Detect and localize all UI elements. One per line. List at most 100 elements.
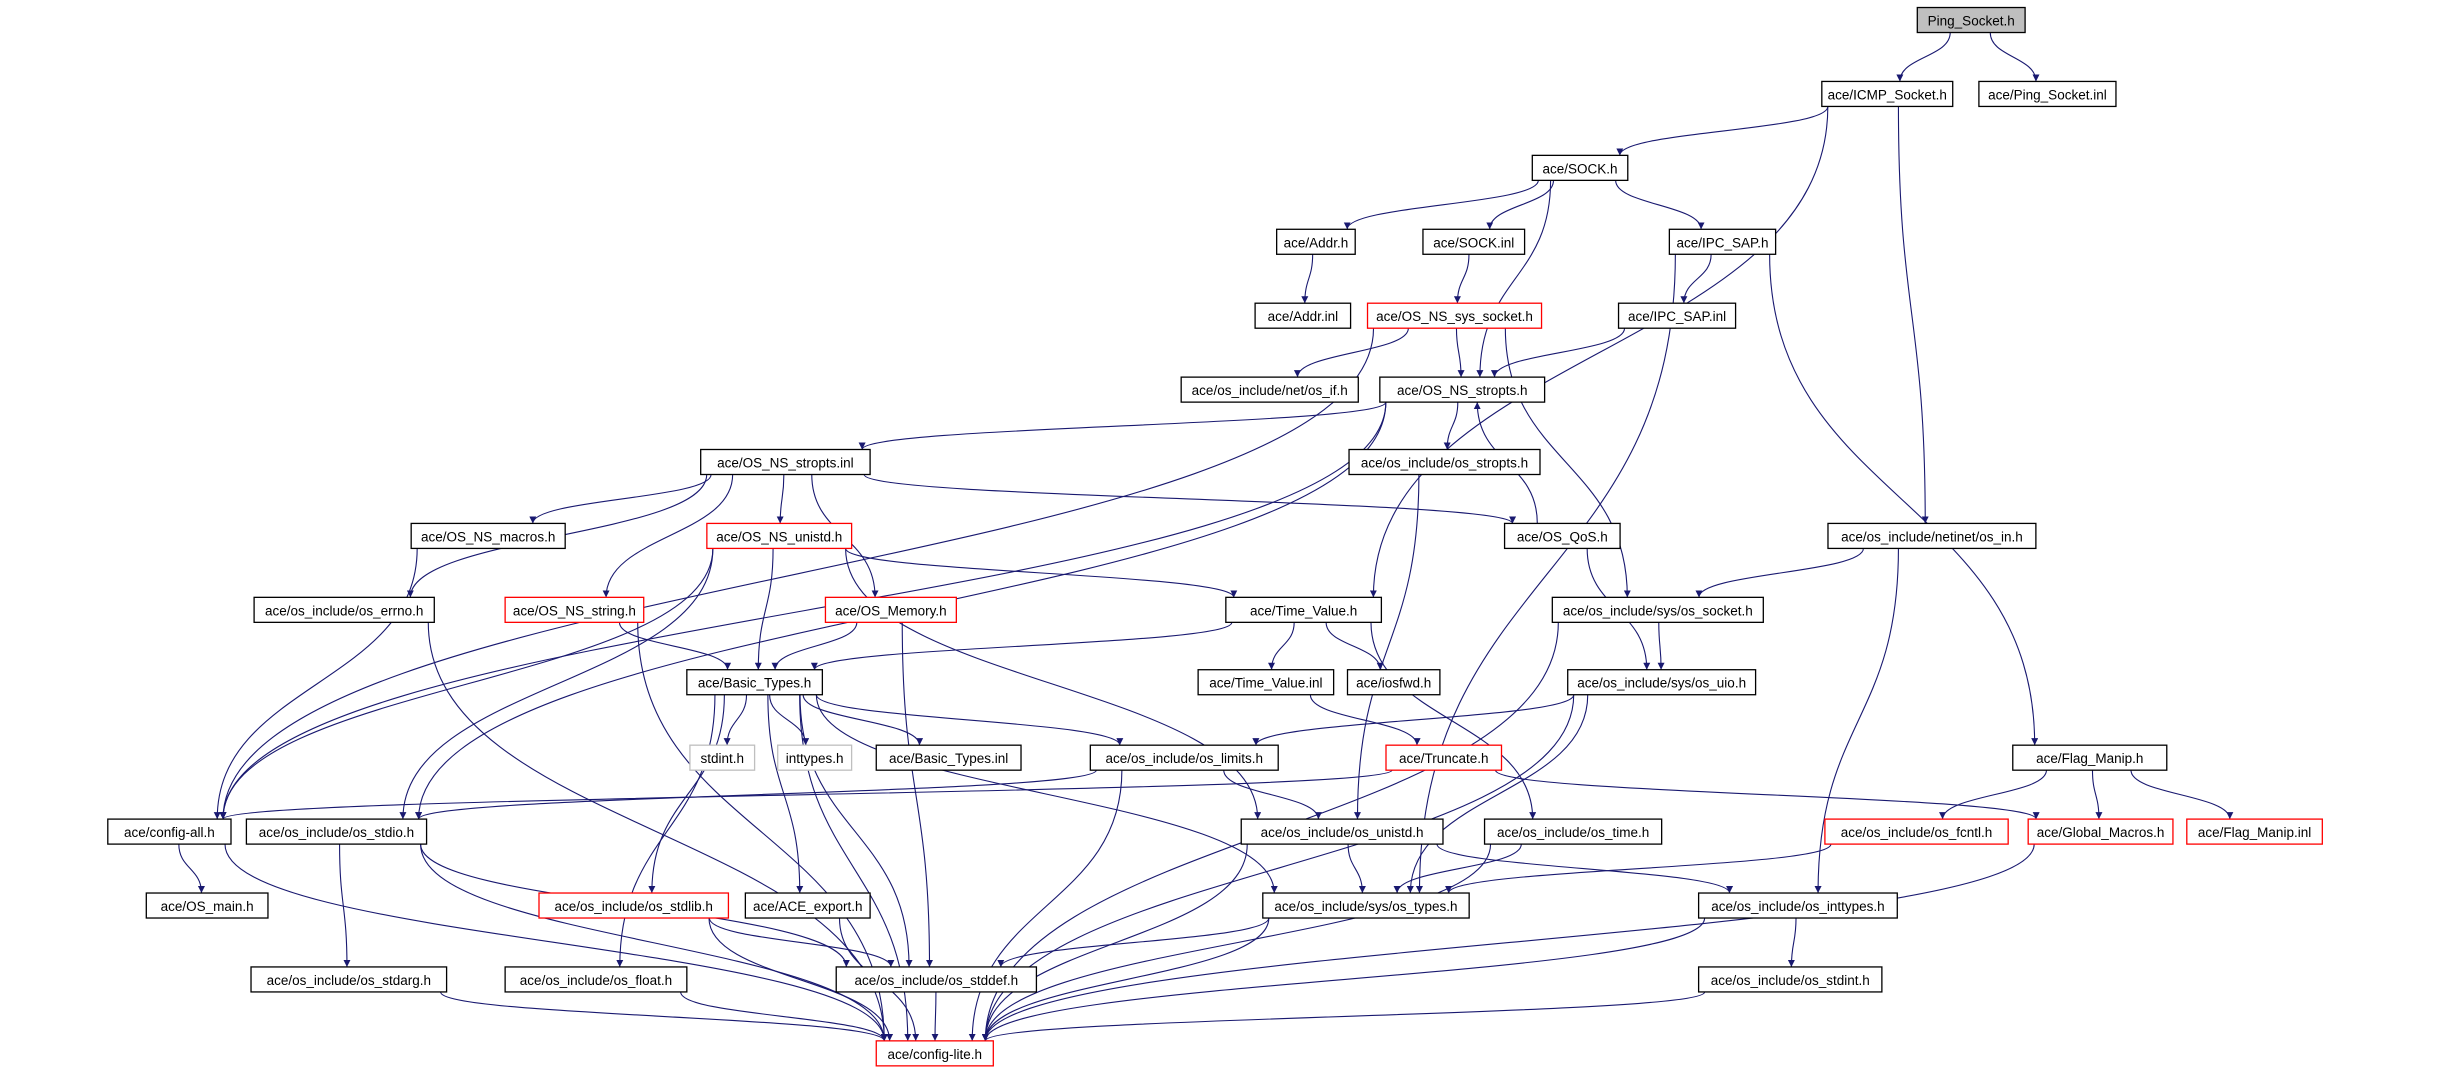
node-box [1366, 302, 1543, 329]
edge-osfloat-to-configlite [680, 991, 888, 1042]
node-box [1422, 228, 1526, 255]
graph-node-configall[interactable]: ace/config-all.h [107, 818, 232, 845]
edge-flagmanip-to-osfcntl [1939, 770, 2048, 820]
node-box [1225, 596, 1383, 623]
edge-osin-to-ossocket [1695, 548, 1864, 598]
node-label: ace/Time_Value.inl [1209, 676, 1322, 691]
graph-node-nsmacros[interactable]: ace/OS_NS_macros.h [410, 522, 566, 550]
graph-node-nsstring[interactable]: ace/OS_NS_string.h [504, 596, 645, 623]
graph-node-osstdarg[interactable]: ace/os_include/os_stdarg.h [250, 966, 448, 993]
graph-node-ostime[interactable]: ace/os_include/os_time.h [1483, 818, 1663, 845]
graph-node-ping[interactable]: Ping_Socket.h [1916, 6, 2026, 34]
node-box [1697, 892, 1898, 919]
graph-node-iosfwd[interactable]: ace/iosfwd.h [1346, 669, 1441, 696]
edge-truncate-to-configall [219, 769, 1393, 820]
graph-node-nsstropts[interactable]: ace/OS_NS_stropts.h [1379, 376, 1546, 403]
node-label: ace/OS_NS_unistd.h [716, 529, 842, 544]
node-label: ace/os_include/os_stdio.h [259, 825, 414, 840]
node-box [1346, 669, 1441, 696]
graph-node-addrinl[interactable]: ace/Addr.inl [1254, 302, 1352, 329]
node-label: ace/OS_Memory.h [835, 603, 947, 618]
graph-node-oslimits[interactable]: ace/os_include/os_limits.h [1089, 744, 1279, 771]
edge-oslimits-to-osunistd [1223, 770, 1322, 820]
edge-timevalue-to-iosfwd [1325, 622, 1384, 670]
graph-node-addr[interactable]: ace/Addr.h [1276, 228, 1356, 255]
graph-node-osmain[interactable]: ace/OS_main.h [145, 892, 269, 919]
edge-flagmanip-to-flagmanipinl [2130, 770, 2234, 820]
graph-node-sock[interactable]: ace/SOCK.h [1531, 154, 1629, 182]
graph-node-qos[interactable]: ace/OS_QoS.h [1503, 522, 1621, 550]
node-label: ace/os_include/os_stropts.h [1361, 456, 1528, 471]
node-box [1089, 744, 1279, 771]
graph-node-basictypes[interactable]: ace/Basic_Types.h [686, 669, 824, 696]
graph-node-globalmacros[interactable]: ace/Global_Macros.h [2027, 818, 2174, 845]
graph-node-configlite[interactable]: ace/config-lite.h [875, 1040, 994, 1067]
graph-node-basictypesinl[interactable]: ace/Basic_Types.inl [875, 744, 1022, 771]
graph-node-ostypes[interactable]: ace/os_include/sys/os_types.h [1262, 892, 1470, 919]
graph-node-memory[interactable]: ace/OS_Memory.h [824, 596, 957, 623]
graph-node-ipcsapinl[interactable]: ace/IPC_SAP.inl [1617, 302, 1737, 329]
edge-icmp-to-timevalue [1369, 106, 1829, 598]
edge-ostime-to-configlite [981, 844, 1492, 1041]
edge-nsstroptsinl-to-nsstring [602, 474, 734, 598]
node-label: ace/config-all.h [124, 825, 215, 840]
edge-osstdarg-to-configlite [440, 991, 888, 1042]
node-label: ace/iosfwd.h [1356, 676, 1431, 691]
graph-node-osfloat[interactable]: ace/os_include/os_float.h [504, 966, 688, 993]
graph-node-osstropts[interactable]: ace/os_include/os_stropts.h [1348, 448, 1541, 476]
node-label: ace/OS_QoS.h [1517, 529, 1608, 544]
graph-node-osstddef[interactable]: ace/os_include/os_stddef.h [835, 966, 1038, 993]
node-box [1348, 448, 1541, 476]
graph-node-osstdio[interactable]: ace/os_include/os_stdio.h [245, 818, 428, 845]
graph-node-sockinl[interactable]: ace/SOCK.inl [1422, 228, 1526, 255]
graph-node-osinttypes[interactable]: ace/os_include/os_inttypes.h [1697, 892, 1898, 919]
graph-node-nsunistd[interactable]: ace/OS_NS_unistd.h [706, 522, 853, 550]
node-label: ace/OS_NS_sys_socket.h [1376, 309, 1533, 324]
graph-node-aceexport[interactable]: ace/ACE_export.h [744, 892, 871, 919]
graph-node-icmp[interactable]: ace/ICMP_Socket.h [1821, 80, 1954, 108]
node-box [824, 596, 957, 623]
graph-node-timevalue[interactable]: ace/Time_Value.h [1225, 596, 1383, 623]
graph-node-flagmanipinl[interactable]: ace/Flag_Manip.inl [2186, 818, 2323, 845]
graph-node-inttypes[interactable]: inttypes.h [777, 744, 853, 771]
graph-node-ipcsap[interactable]: ace/IPC_SAP.h [1668, 228, 1777, 255]
node-box [1385, 744, 1503, 771]
edge-osin-to-osinttypes [1814, 548, 1899, 894]
edge-ostypes-to-configlite [981, 918, 1270, 1041]
graph-node-osunistd[interactable]: ace/os_include/os_unistd.h [1240, 818, 1444, 845]
edge-osstdlib-to-configlite [708, 918, 894, 1041]
edge-sockinl-to-nssyssock [1453, 254, 1470, 304]
graph-node-osstdlib[interactable]: ace/os_include/os_stdlib.h [538, 892, 730, 919]
node-box [689, 744, 756, 771]
edge-nsstroptsinl-to-nsunistd [776, 474, 785, 524]
graph-node-errno[interactable]: ace/os_include/os_errno.h [253, 596, 435, 623]
edge-ipcsap-to-flagmanip [1769, 254, 2039, 746]
node-box [875, 1040, 994, 1067]
node-label: ace/Flag_Manip.h [2036, 751, 2143, 766]
graph-node-osin[interactable]: ace/os_include/netinet/os_in.h [1827, 522, 2037, 550]
graph-node-nssyssock[interactable]: ace/OS_NS_sys_socket.h [1366, 302, 1543, 329]
graph-node-pinginl[interactable]: ace/Ping_Socket.inl [1978, 80, 2117, 108]
edge-osinttypes-to-configlite [981, 917, 1706, 1041]
graph-node-stdint[interactable]: stdint.h [689, 744, 756, 771]
graph-node-osstdint[interactable]: ace/os_include/os_stdint.h [1697, 966, 1883, 993]
edge-osstdint-to-configlite [982, 991, 1706, 1042]
graph-node-timevalueinl[interactable]: ace/Time_Value.inl [1197, 669, 1335, 696]
graph-node-osuio[interactable]: ace/os_include/sys/os_uio.h [1567, 669, 1757, 696]
graph-node-nsstroptsinl[interactable]: ace/OS_NS_stropts.inl [700, 448, 871, 476]
graph-node-flagmanip[interactable]: ace/Flag_Manip.h [2012, 744, 2168, 771]
edge-osstdio-to-osstdarg [339, 844, 351, 967]
node-label: ace/os_include/os_inttypes.h [1711, 899, 1884, 914]
node-label: ace/Addr.h [1284, 235, 1349, 250]
node-label: ace/IPC_SAP.inl [1628, 309, 1726, 324]
graph-node-osfcntl[interactable]: ace/os_include/os_fcntl.h [1824, 818, 2009, 845]
edge-flagmanip-to-globalmacros [2091, 770, 2103, 820]
graph-node-ossocket[interactable]: ace/os_include/sys/os_socket.h [1551, 596, 1764, 623]
graph-node-truncate[interactable]: ace/Truncate.h [1385, 744, 1503, 771]
edge-basictypes-to-osfloat [616, 694, 716, 967]
node-box [1821, 80, 1954, 108]
node-label: ace/Time_Value.h [1250, 603, 1357, 618]
graph-node-osif[interactable]: ace/os_include/net/os_if.h [1180, 376, 1359, 403]
edge-basictypes-to-oslimits [815, 694, 1124, 746]
edge-globalmacros-to-configlite [981, 844, 2035, 1041]
